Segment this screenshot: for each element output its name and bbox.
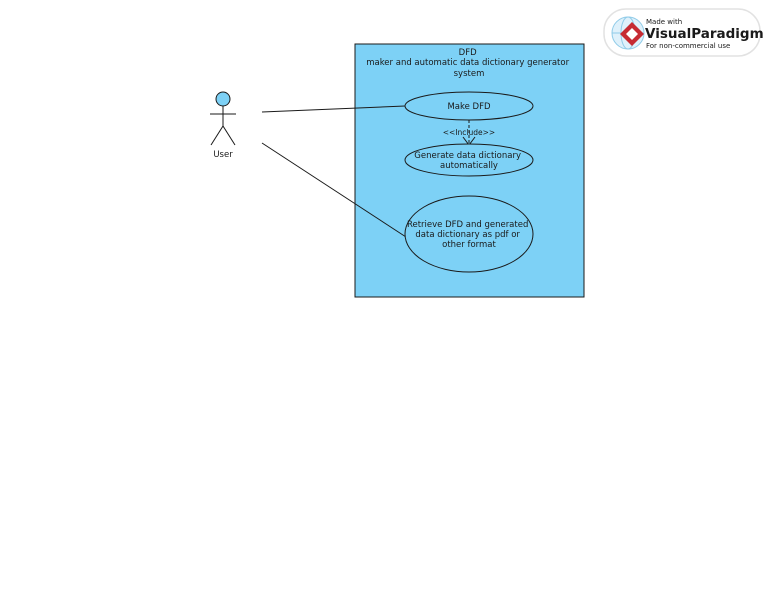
actor-head — [215, 91, 231, 107]
watermark-badge: Made with VisualParadigm For non-commerc… — [603, 8, 764, 57]
actor-label: User — [213, 150, 233, 160]
system-title: DFD maker and automatic data dictionary … — [366, 48, 572, 79]
watermark-note: For non-commercial use — [646, 42, 730, 50]
actor-user[interactable]: User — [210, 91, 236, 160]
association-user-make-dfd — [261, 105, 406, 113]
watermark-made-with: Made with — [646, 18, 682, 26]
use-case-generate-data-dictionary[interactable]: Generate data dictionary automatically — [404, 143, 534, 177]
association-user-retrieve — [261, 142, 407, 238]
use-case-label: Make DFD — [447, 102, 491, 112]
watermark-brand: VisualParadigm — [645, 26, 764, 42]
use-case-retrieve-dfd[interactable]: Retrieve DFD and generated data dictiona… — [404, 195, 534, 273]
use-case-make-dfd[interactable]: Make DFD — [404, 91, 534, 121]
include-label: <<Include>> — [443, 128, 495, 137]
use-case-label: Generate data dictionary automatically — [414, 151, 523, 171]
visual-paradigm-logo-icon — [611, 16, 645, 50]
use-case-label: Retrieve DFD and generated data dictiona… — [407, 220, 531, 250]
